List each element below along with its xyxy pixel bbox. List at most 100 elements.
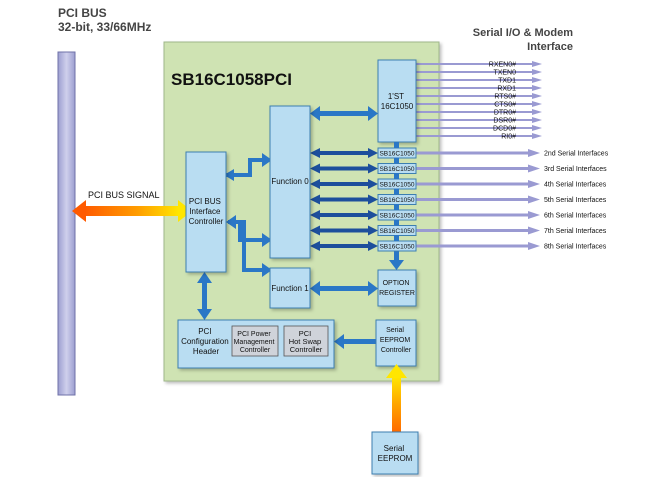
serial-interface-lines — [416, 149, 540, 250]
function0-uart-arrowhead-right — [368, 210, 378, 220]
function0-uart-arrowhead-left — [310, 194, 320, 205]
serial-interface-title-line1: Serial I/O & Modem — [472, 27, 573, 39]
pci-bus-subtitle: 32-bit, 33/66MHz — [58, 20, 152, 34]
serial-interface-title: Serial I/O & Modem Interface — [473, 26, 573, 54]
uart-first-label-2: 16C1050 — [381, 102, 414, 111]
modem-signal-label: RTS0# — [494, 94, 516, 101]
uart-small-label: SB16C1050 — [379, 197, 414, 204]
modem-signal-arrowhead — [532, 77, 542, 83]
function0-uart-arrow — [318, 244, 368, 248]
serial-interface-label: 3rd Serial Interfaces — [544, 166, 607, 173]
function0-uart-arrowhead-right — [368, 194, 378, 205]
function0-block: Function 0 — [269, 105, 311, 259]
function0-uart-arrowhead-right — [368, 241, 378, 251]
serial-interface-label: 5th Serial Interfaces — [544, 197, 607, 204]
modem-signal-arrowhead — [532, 125, 542, 131]
modem-signal-label: TXEN0 — [493, 70, 516, 77]
uart-small-label: SB16C1050 — [379, 228, 414, 235]
pci-interface-label-2: Interface — [189, 207, 221, 216]
option-register-block: OPTION REGISTER — [377, 269, 417, 307]
uart-stack-connector — [394, 235, 399, 241]
serial-interface-arrowhead — [528, 195, 540, 204]
eeprom-controller-label-1: Serial — [386, 327, 404, 334]
serial-interface-label: 2nd Serial Interfaces — [544, 151, 609, 158]
uart-stack-connector — [394, 173, 399, 179]
pci-bus-bar — [57, 51, 76, 396]
modem-signal-label: DTR0# — [494, 110, 516, 117]
serial-interface-label: 4th Serial Interfaces — [544, 182, 607, 189]
function1-label: Function 1 — [271, 284, 309, 293]
option-register-label-2: REGISTER — [379, 290, 415, 297]
pci-bus-title: PCI BUS 32-bit, 33/66MHz — [58, 6, 151, 34]
function0-uart-arrow — [318, 166, 368, 171]
serial-interface-label: 7th Serial Interfaces — [544, 228, 607, 235]
function0-label: Function 0 — [271, 177, 309, 186]
pci-interface-label-3: Controller — [189, 217, 224, 226]
svg-text:Serial EEPROM Cont: Serial EEPROM Controller — [380, 327, 412, 354]
serial-eeprom-label-2: EEPROM — [378, 454, 413, 463]
serial-eeprom-controller-block: Serial EEPROM Controller — [375, 319, 417, 367]
function0-uart-arrow — [318, 151, 368, 155]
serial-interface-title-line2: Interface — [527, 41, 573, 53]
serial-interface-arrowhead — [528, 242, 540, 250]
function0-uart-arrowhead-right — [368, 148, 378, 158]
function0-uart-arrow — [318, 197, 368, 202]
function0-uart-arrowhead-left — [310, 148, 320, 158]
pci-bus-signal-arrow — [72, 200, 192, 222]
function0-uart-arrowhead-left — [310, 163, 320, 174]
modem-signal-lines — [416, 61, 542, 139]
uart-stack-connector — [394, 142, 399, 148]
modem-signal-arrowhead — [532, 117, 542, 123]
modem-signal-arrowhead — [532, 85, 542, 91]
pci-power-label-2: Management — [234, 339, 275, 346]
modem-signal-arrowhead — [532, 133, 542, 139]
pci-config-label-2: Configuration — [181, 337, 229, 346]
pci-bus-title-text: PCI BUS — [58, 6, 107, 20]
serial-eeprom-label-1: Serial — [384, 444, 405, 453]
modem-signal-label: DCD0# — [493, 126, 516, 133]
uart-first-block: 1'ST 16C1050 — [377, 59, 417, 143]
modem-signal-label: RXEN0# — [489, 62, 516, 69]
uart-stack-connector — [394, 157, 399, 164]
uart-stack-connector — [394, 204, 399, 210]
function0-uart-arrowhead-left — [310, 179, 320, 189]
uart-small-label: SB16C1050 — [379, 244, 414, 251]
eeprom-controller-label-3: Controller — [381, 347, 412, 354]
function0-uart-arrowhead-left — [310, 225, 320, 236]
serial-interface-arrowhead — [528, 149, 540, 157]
serial-interface-arrowhead — [528, 211, 540, 219]
modem-signal-arrowhead — [532, 69, 542, 75]
modem-signal-labels: RXEN0#TXEN0TXD1RXD1RTS0#CTS0#DTR0#DSR0#D… — [489, 62, 516, 141]
function1-block: Function 1 — [269, 267, 311, 309]
function0-uart-arrowhead-right — [368, 225, 378, 236]
uart-stack: SB16C1050SB16C1050SB16C1050SB16C1050SB16… — [377, 142, 417, 252]
pci-power-label-3: Controller — [240, 347, 271, 354]
modem-signal-label: DSR0# — [493, 118, 516, 125]
pci-config-label-3: Header — [193, 347, 220, 356]
pci-hotswap-label-1: PCI — [299, 329, 312, 338]
modem-signal-arrowhead — [532, 93, 542, 99]
serial-interface-label: 6th Serial Interfaces — [544, 213, 607, 220]
function0-uart-arrowhead-left — [310, 210, 320, 220]
uart-small-label: SB16C1050 — [379, 166, 414, 173]
modem-signal-label: RI0# — [501, 134, 516, 141]
modem-signal-arrowhead — [532, 109, 542, 115]
pci-hotswap-label-2: Hot Swap — [289, 337, 322, 346]
serial-eeprom-block: Serial EEPROM — [371, 431, 419, 475]
svg-text:Serial EEPROM: Serial EEPROM — [378, 444, 413, 463]
serial-interface-labels: 2nd Serial Interfaces 3rd Serial Interfac… — [544, 151, 609, 251]
serial-interface-arrowhead — [528, 164, 540, 173]
function0-uart-arrow — [318, 228, 368, 233]
serial-interface-arrowhead — [528, 226, 540, 235]
uart-stack-connector — [394, 188, 399, 195]
pci-config-label-1: PCI — [198, 327, 211, 336]
function0-uart-arrowhead-right — [368, 163, 378, 174]
eeprom-data-arrow — [386, 364, 407, 432]
option-register-label-1: OPTION — [383, 280, 410, 287]
svg-text:PCI Configuration: PCI Configuration Header — [181, 327, 231, 356]
modem-signal-arrowhead — [532, 61, 542, 67]
svg-text:PCI Power Management: PCI Power Management Controller — [234, 331, 277, 354]
function0-uart-arrow — [318, 182, 368, 186]
serial-interface-label: 8th Serial Interfaces — [544, 244, 607, 251]
